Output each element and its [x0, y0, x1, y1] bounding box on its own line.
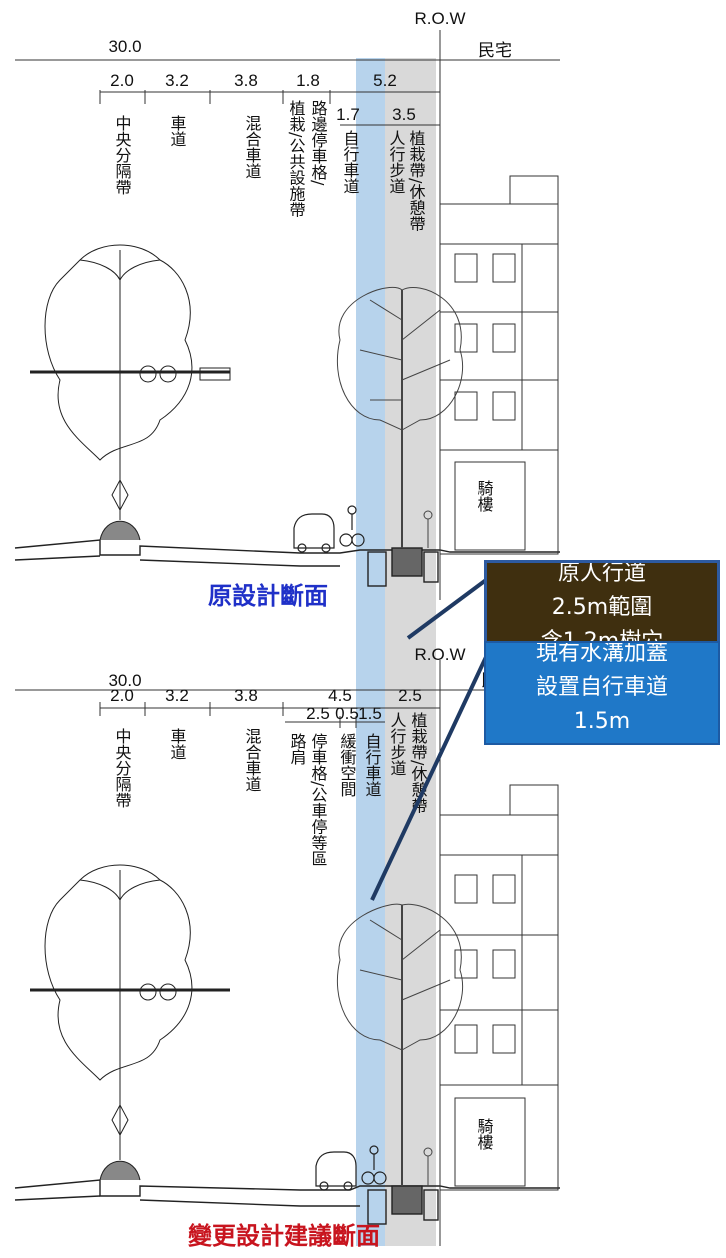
top-lane-road: 車道 — [168, 115, 187, 147]
top-width-5: 1.7 — [336, 105, 360, 124]
top-width-2: 3.8 — [234, 71, 258, 90]
bottom-lane-parking: 停車格/公車停等區 — [309, 733, 328, 866]
bottom-width-2: 3.8 — [234, 686, 258, 705]
top-cyclist — [339, 505, 365, 547]
top-width-3: 1.8 — [296, 71, 320, 90]
top-lane-planting: 植栽/公共設施帶 — [287, 100, 306, 217]
top-lane-bike: 自行車道 — [341, 130, 360, 194]
callout-proposed-box: 現有水溝加蓋 設置自行車道 1.5m — [484, 641, 720, 745]
top-caption: 原設計斷面 — [208, 582, 328, 610]
bottom-car — [315, 1151, 357, 1191]
top-width-0: 2.0 — [110, 71, 134, 90]
bottom-street-tree — [336, 903, 464, 1186]
bottom-width-1: 3.2 — [165, 686, 189, 705]
bottom-lane-buffer: 緩衝空間 — [338, 733, 357, 798]
top-lane-rest: 植栽帶/休憩帶 — [407, 130, 426, 231]
top-ground — [14, 539, 560, 587]
bottom-cyclist — [361, 1145, 387, 1185]
top-lane-walk: 人行步道 — [387, 130, 406, 194]
bottom-lane-median: 中央分隔帶 — [113, 728, 132, 808]
bottom-arcade-label: 騎樓 — [475, 1118, 494, 1150]
bottom-width-3: 4.5 — [328, 686, 352, 705]
bottom-lane-road: 車道 — [168, 728, 187, 760]
bottom-lane-mixed: 混合車道 — [243, 728, 262, 792]
top-median-tree — [30, 244, 231, 541]
top-arcade-label: 騎樓 — [475, 480, 494, 512]
bottom-caption: 變更設計建議斷面 — [188, 1222, 380, 1250]
bottom-building — [439, 784, 559, 1191]
bottom-lane-shoulder: 路肩 — [288, 733, 307, 766]
top-width-total: 30.0 — [108, 37, 141, 56]
callout-proposed-line-2: 1.5m — [573, 709, 631, 734]
bottom-ground — [14, 1179, 560, 1225]
top-building — [439, 175, 559, 555]
bottom-lane-walk: 人行步道 — [388, 712, 407, 776]
bottom-width-6: 0.5 — [335, 704, 359, 723]
callout-proposed-line-1: 設置自行車道 — [535, 675, 668, 700]
top-lane-parking: 路邊停車格/ — [309, 100, 328, 186]
bottom-median-tree — [30, 864, 230, 1181]
bottom-width-5: 2.5 — [306, 704, 330, 723]
top-lane-median: 中央分隔帶 — [113, 115, 132, 195]
callout-original-line-1: 2.5m範圍 — [551, 595, 653, 620]
sidewalk-band — [385, 58, 436, 1246]
top-car — [293, 513, 335, 553]
top-width-4: 5.2 — [373, 71, 397, 90]
top-width-1: 3.2 — [165, 71, 189, 90]
top-street-tree — [336, 286, 464, 548]
bottom-row-label: R.O.W — [415, 645, 466, 664]
top-house-label: 民宅 — [478, 41, 512, 60]
bottom-width-total: 30.0 — [108, 671, 141, 690]
top-lane-mixed: 混合車道 — [243, 115, 262, 179]
bike-lane-band — [356, 58, 385, 1246]
callout-proposed-line-0: 現有水溝加蓋 — [535, 641, 668, 666]
bottom-lane-bike: 自行車道 — [363, 733, 382, 797]
bottom-width-7: 1.5 — [358, 704, 382, 723]
bottom-width-0: 2.0 — [110, 686, 134, 705]
top-row-label: R.O.W — [415, 9, 466, 28]
callout-original-line-0: 原人行道 — [557, 561, 646, 586]
callout-proposed-pointer — [370, 656, 488, 901]
bottom-width-4: 2.5 — [398, 686, 422, 705]
callout-original-pointer — [406, 578, 488, 640]
top-width-6: 3.5 — [392, 105, 416, 124]
